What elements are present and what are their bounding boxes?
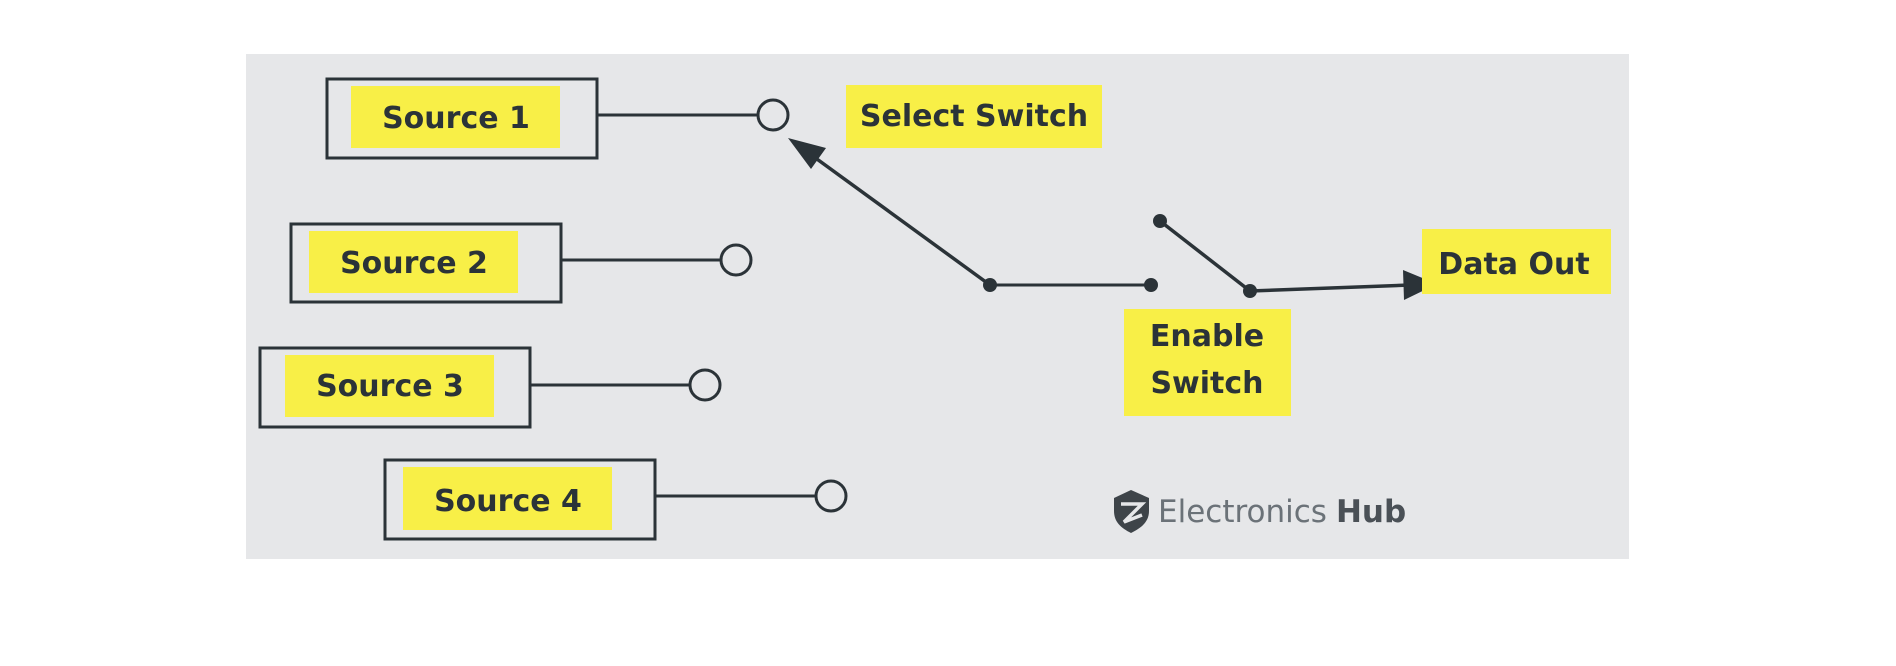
source-1-highlight: [351, 86, 560, 148]
select-switch-highlight: [846, 85, 1102, 148]
source-2-highlight: [309, 231, 518, 293]
enable-switch-arm: [1158, 219, 1252, 293]
output-arrowhead: [1403, 270, 1437, 300]
source-2-terminal: [719, 243, 753, 277]
source-3-terminal: [688, 368, 722, 402]
source-3-label: Source 3: [316, 369, 464, 404]
enable-switch-label-line2: Switch: [1150, 366, 1263, 401]
source-1-box: [325, 77, 599, 160]
brand-name-bold: Hub: [1336, 494, 1406, 530]
source-3-highlight: [285, 355, 494, 417]
enable-switch-label-line1: Enable: [1150, 319, 1264, 354]
source-1-label: Source 1: [382, 101, 530, 136]
select-switch-arm: [808, 152, 992, 287]
source-2-block: Source 2: [289, 222, 753, 304]
source-1-terminal: [756, 98, 790, 132]
data-out-label: Data Out: [1438, 247, 1589, 282]
source-3-box: [258, 346, 532, 429]
source-4-block: Source 4: [383, 458, 848, 541]
source-4-terminal: [814, 479, 848, 513]
source-2-label: Source 2: [340, 246, 488, 281]
select-switch-label: Select Switch: [860, 99, 1088, 134]
shield-logo-mark: [1121, 502, 1147, 524]
brand-name-light: Electronics: [1158, 494, 1327, 530]
data-out-highlight: [1422, 229, 1611, 294]
shield-logo-icon: [1114, 490, 1149, 533]
select-switch: [788, 138, 1158, 292]
source-4-label: Source 4: [434, 484, 582, 519]
source-1-block: Source 1: [325, 77, 790, 160]
select-switch-arrowhead: [788, 138, 826, 169]
output-wire: [1249, 283, 1411, 293]
source-4-highlight: [403, 467, 612, 530]
source-3-block: Source 3: [258, 346, 722, 429]
enable-switch: [1153, 214, 1437, 300]
enable-switch-highlight: [1124, 309, 1291, 416]
source-2-box: [289, 222, 563, 304]
source-4-box: [383, 458, 657, 541]
enable-switch-contact: [1144, 278, 1158, 292]
